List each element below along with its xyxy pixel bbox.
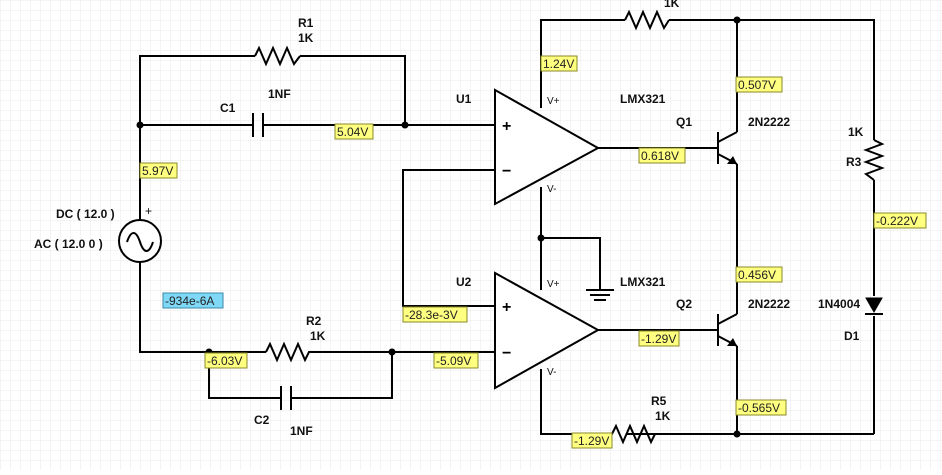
probe-v-u2-minus-text: -5.09V: [436, 354, 471, 368]
u2-plus-input-label: +: [502, 299, 511, 316]
probe-i-source[interactable]: -934e-6A: [162, 292, 224, 309]
u2-minus-input-label: −: [502, 345, 511, 362]
resistor-r1[interactable]: [254, 45, 301, 67]
capacitor-c1[interactable]: [252, 113, 264, 137]
u2-vminus-label: V-: [547, 367, 556, 378]
probe-v-c1-right[interactable]: 5.04V: [334, 123, 374, 140]
u1-vplus-label: V+: [547, 96, 560, 107]
u1-vminus-label: V-: [547, 184, 556, 195]
c1-ref-label: C1: [220, 101, 236, 115]
r3-value-label: 1K: [848, 125, 864, 139]
u1-ref-label: U1: [456, 92, 472, 106]
probe-v-r5-left[interactable]: -1.29V: [571, 432, 613, 449]
d1-model-label: 1N4004: [818, 297, 860, 311]
c2-value-label: 1NF: [290, 424, 313, 438]
u2-ref-label: U2: [456, 275, 472, 289]
probe-v-q2-base-text: -1.29V: [641, 332, 676, 346]
probe-v-u2-plus[interactable]: -28.3e-3V: [402, 306, 468, 323]
probe-v-q1-collector[interactable]: 0.507V: [735, 76, 783, 93]
source-dc-label: DC ( 12.0 ): [56, 207, 115, 221]
probe-v-r3-bottom-text: -0.222V: [876, 214, 918, 228]
ground-symbol: [586, 289, 614, 301]
r3-ref-label: R3: [846, 155, 862, 169]
probe-v-r5-left-text: -1.29V: [574, 434, 609, 448]
capacitor-c2[interactable]: [280, 386, 292, 410]
q1-ref-label: Q1: [676, 115, 692, 129]
u1-minus-input-label: −: [502, 163, 511, 180]
probe-v-q2-base[interactable]: -1.29V: [638, 330, 680, 347]
probe-v-q1-base[interactable]: 0.618V: [638, 147, 686, 164]
r5-ref-label: R5: [651, 394, 667, 408]
probe-v-q1-collector-text: 0.507V: [738, 78, 776, 92]
q2-model-label: 2N2222: [748, 297, 790, 311]
u2-model-label: LMX321: [620, 275, 666, 289]
probe-v-r2-left-text: -6.03V: [207, 354, 242, 368]
ac-dc-voltage-source[interactable]: [118, 218, 162, 264]
probe-v-u2-minus[interactable]: -5.09V: [433, 352, 479, 369]
resistor-r5[interactable]: [580, 423, 656, 445]
r1-ref-label: R1: [298, 16, 314, 30]
wires: [139, 19, 875, 435]
c1-value-label: 1NF: [268, 87, 291, 101]
probe-v-u2-plus-text: -28.3e-3V: [405, 308, 458, 322]
resistor-r2[interactable]: [265, 341, 313, 363]
probe-v-q2-emitter-text: -0.565V: [738, 401, 780, 415]
probe-v-r2-left[interactable]: -6.03V: [204, 352, 248, 369]
r5-value-label: 1K: [655, 409, 671, 423]
u2-vplus-label: V+: [547, 279, 560, 290]
source-ac-label: AC ( 12.0 0 ): [34, 237, 103, 251]
r2-ref-label: R2: [306, 314, 322, 328]
d1-ref-label: D1: [844, 329, 860, 343]
resistor-top-value-label: 1K: [664, 0, 680, 10]
probe-v-top-left[interactable]: 1.24V: [540, 55, 578, 72]
probe-v-q1-base-text: 0.618V: [641, 149, 679, 163]
transistor-q2[interactable]: [717, 313, 738, 347]
probe-v-c1-right-text: 5.04V: [337, 125, 368, 139]
opamp-u1[interactable]: [494, 88, 601, 206]
r1-value-label: 1K: [298, 31, 314, 45]
probe-v-r3-bottom[interactable]: -0.222V: [873, 212, 927, 229]
resistor-r3[interactable]: [863, 139, 885, 181]
r2-value-label: 1K: [310, 329, 326, 343]
c2-ref-label: C2: [254, 413, 270, 427]
probe-v-src-top[interactable]: 5.97V: [139, 162, 178, 179]
probe-v-q2-collector-text: 0.456V: [738, 268, 776, 282]
probe-v-top-left-text: 1.24V: [543, 57, 574, 71]
probe-v-q2-collector[interactable]: 0.456V: [735, 266, 783, 283]
transistor-q1[interactable]: [717, 131, 738, 165]
opamp-u2[interactable]: [494, 271, 601, 390]
q1-model-label: 2N2222: [748, 115, 790, 129]
probe-i-source-text: -934e-6A: [165, 294, 214, 308]
diode-d1[interactable]: [865, 297, 883, 315]
source-plus-label: +: [145, 204, 152, 218]
resistor-top[interactable]: [624, 9, 670, 31]
probe-v-q2-emitter[interactable]: -0.565V: [735, 399, 787, 416]
probe-v-src-top-text: 5.97V: [142, 164, 173, 178]
q2-ref-label: Q2: [676, 297, 692, 311]
u1-plus-input-label: +: [502, 118, 511, 135]
u1-model-label: LMX321: [620, 92, 666, 106]
